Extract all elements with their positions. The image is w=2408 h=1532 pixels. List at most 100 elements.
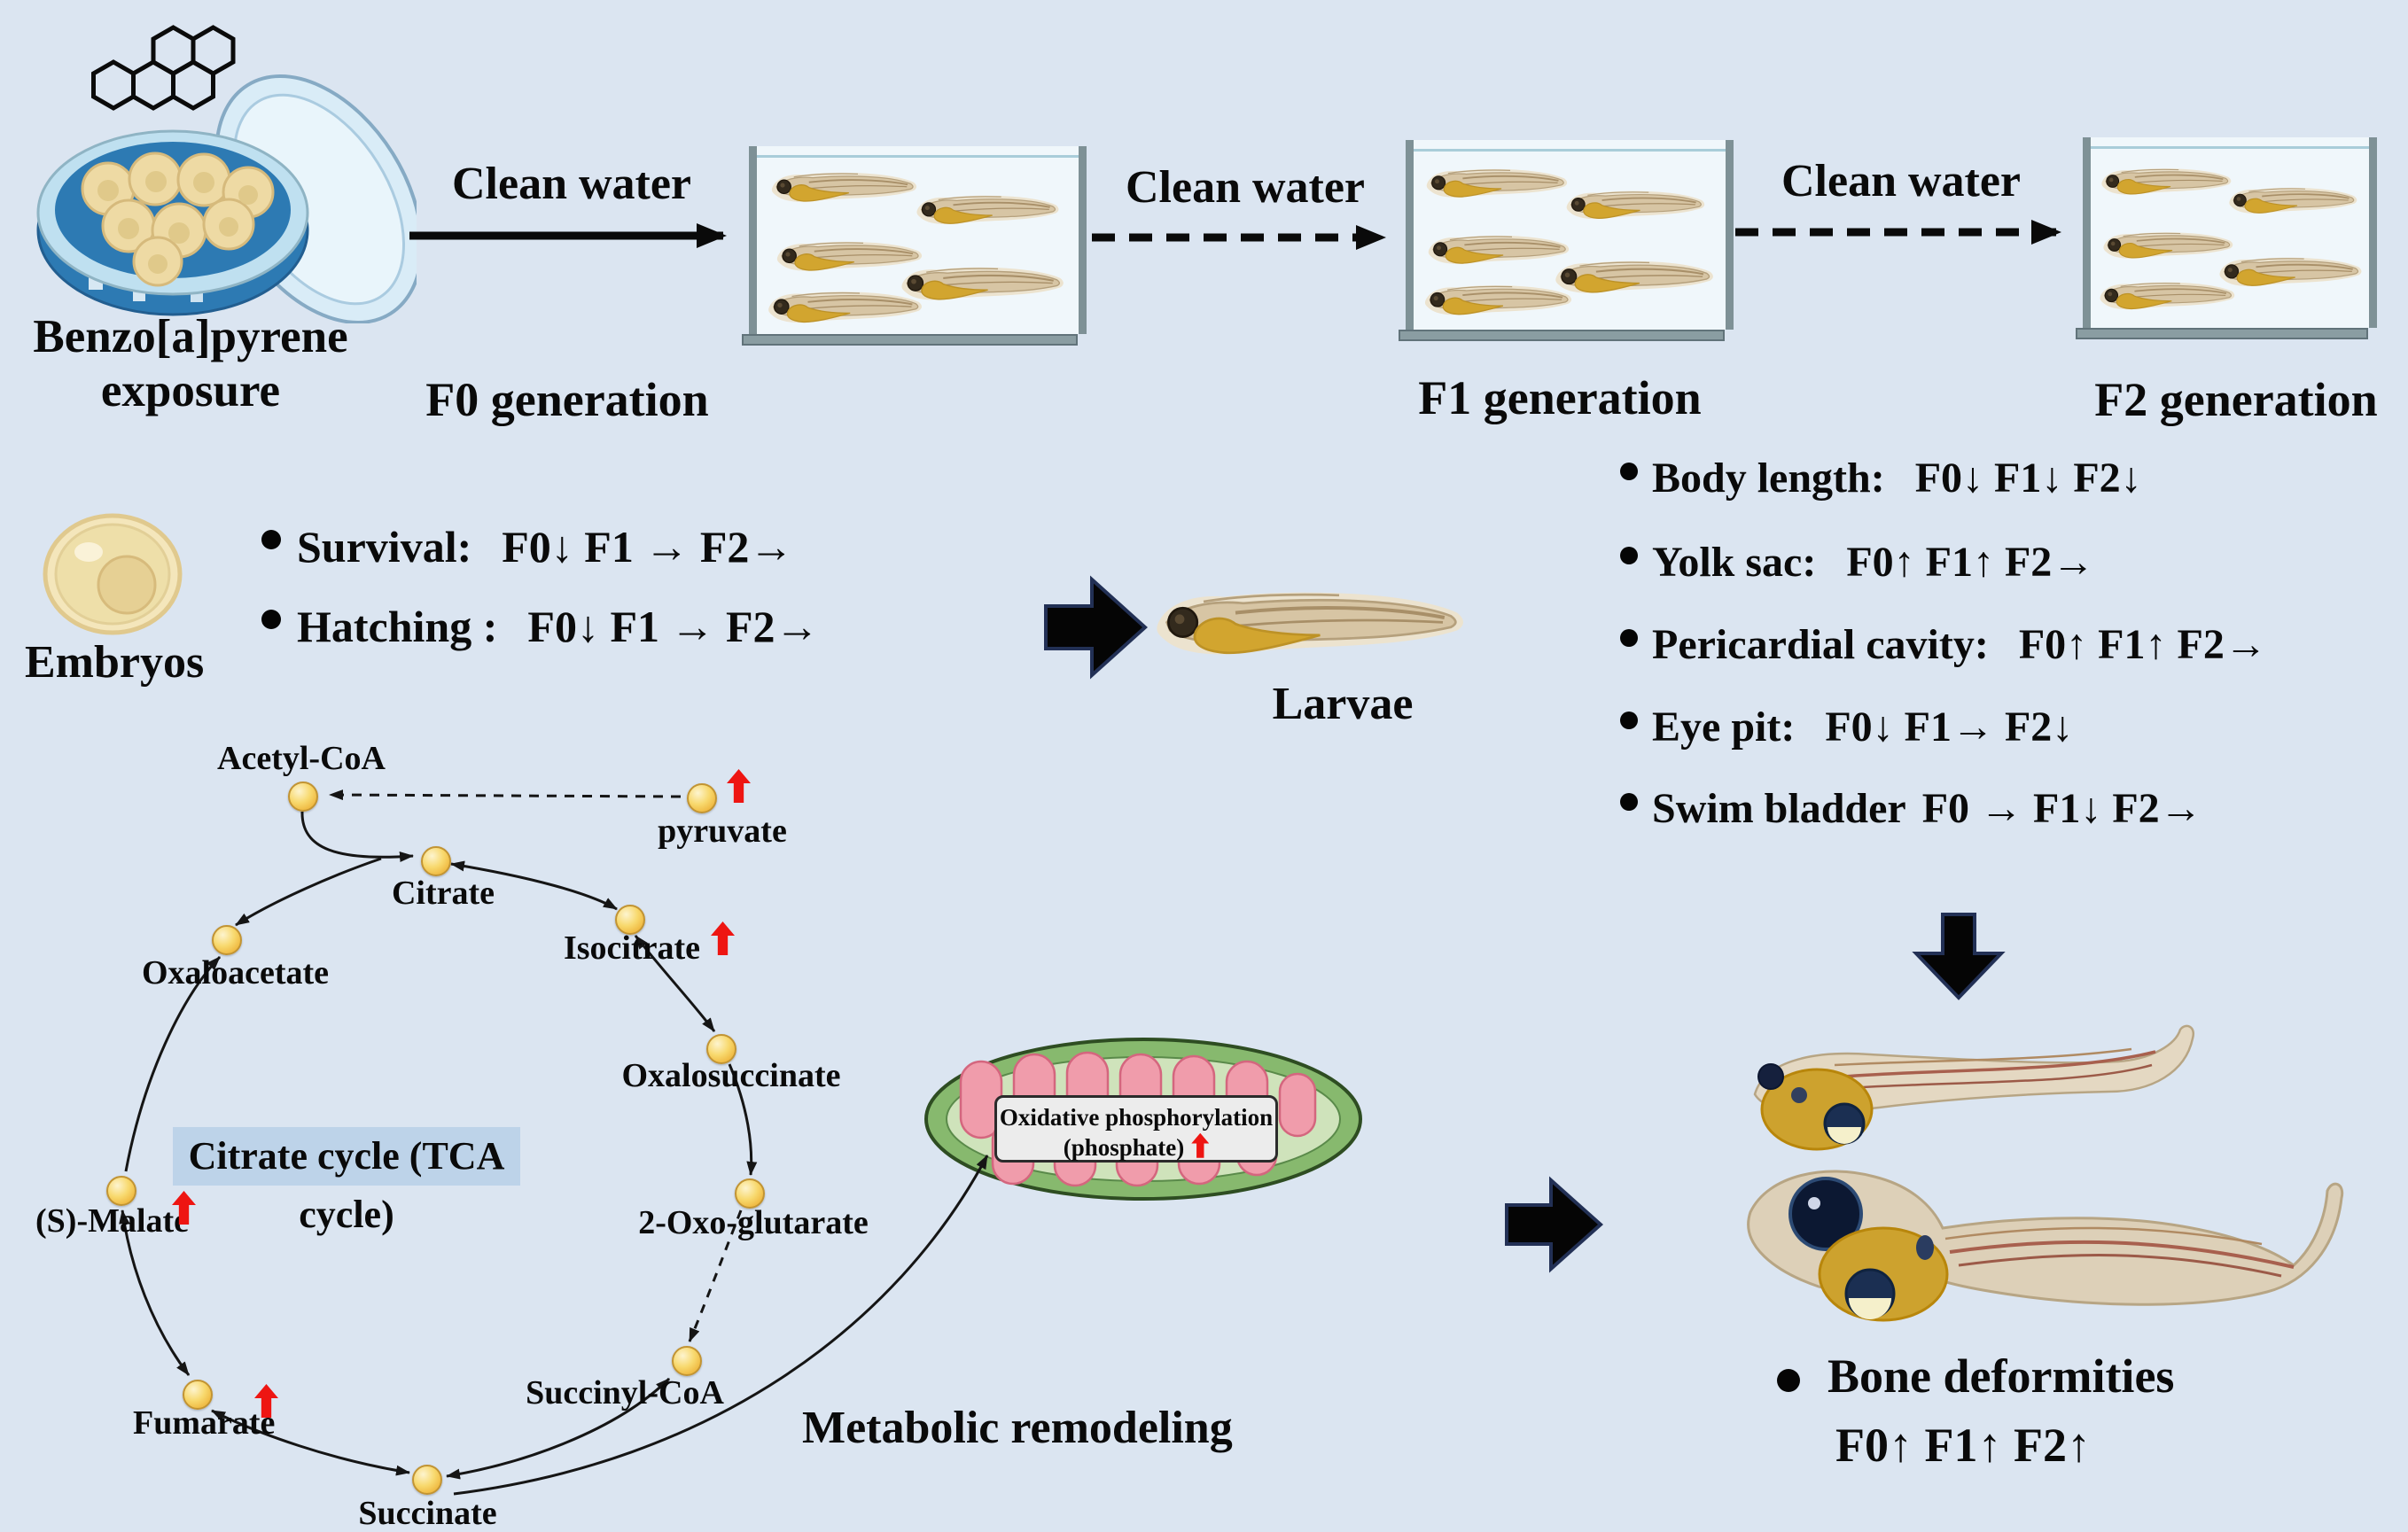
- hatching-result: F0↓ F1 → F2→: [527, 602, 820, 651]
- malate-node: [106, 1176, 136, 1206]
- tank-f0-base: [742, 334, 1078, 346]
- eye-pit-row: Eye pit: F0↓ F1→ F2↓: [1620, 703, 2073, 751]
- pericardial-label: Pericardial cavity:: [1652, 621, 1989, 668]
- pyruvate-up-arrow-icon: [727, 769, 751, 803]
- isocitrate-label: Isocitrate: [563, 929, 701, 967]
- body-length-label: Body length:: [1652, 455, 1885, 502]
- metabolic-remodeling-caption: Metabolic remodeling: [802, 1403, 1233, 1453]
- benzoapyrene-exposure-label: Benzo[a]pyrene exposure: [0, 310, 381, 418]
- malate-label: (S)-Malate: [35, 1202, 190, 1240]
- swim-bladder-row: Swim bladder F0 → F1↓ F2→: [1620, 784, 2202, 833]
- citrate-label: Citrate: [391, 875, 495, 912]
- water-line: [2091, 146, 2369, 149]
- isocitrate-node: [615, 905, 645, 935]
- f0-generation-label: F0 generation: [425, 373, 709, 426]
- larva-icon: [768, 166, 918, 211]
- survival-result: F0↓ F1 → F2→: [502, 522, 794, 572]
- oxidative-phosphorylation-box: Oxidative phosphorylation (phosphate): [994, 1095, 1278, 1163]
- bone-deformities-result: F0↑ F1↑ F2↑: [1835, 1419, 2091, 1472]
- body-length-result: F0↓ F1↓ F2↓: [1914, 455, 2142, 502]
- oxphos-line1: Oxidative phosphorylation: [999, 1104, 1274, 1131]
- embryos-label: Embryos: [25, 637, 205, 688]
- acetyl-coa-node: [288, 782, 318, 812]
- pericardial-result: F0↑ F1↑ F2→: [2018, 621, 2267, 668]
- deformed-fish-1: [1753, 1024, 2195, 1151]
- oxphos-line2: (phosphate): [997, 1132, 1275, 1163]
- pyruvate-to-acetyl-arrow: [329, 789, 682, 801]
- exposure-line1: Benzo[a]pyrene: [33, 311, 348, 362]
- tca-cycle-title: Citrate cycle (TCA cycle): [173, 1127, 520, 1236]
- larva-icon: [912, 189, 1061, 233]
- eye-pit-label: Eye pit:: [1652, 704, 1796, 750]
- tank-f1: [1406, 140, 1734, 330]
- oxaloacetate-label: Oxaloacetate: [142, 954, 330, 992]
- deformed-fish-2: [1747, 1170, 2344, 1322]
- succinyl-coa-node: [672, 1346, 702, 1376]
- larva-icon: [2098, 162, 2233, 203]
- tank-f0: [749, 146, 1087, 334]
- eye-pit-result: F0↓ F1→ F2↓: [1825, 704, 2074, 750]
- yolk-sac-result: F0↑ F1↑ F2→: [1846, 539, 2095, 586]
- larva-icon: [2215, 251, 2364, 295]
- larva-icon: [764, 284, 923, 332]
- larva-icon: [1422, 162, 1569, 206]
- oxalosuccinate-node: [706, 1034, 736, 1064]
- survival-bullet-row: Survival: F0↓ F1 → F2→: [261, 521, 793, 572]
- water-line: [1414, 149, 1726, 152]
- succinate-label: Succinate: [358, 1495, 497, 1532]
- larva-icon: [2225, 182, 2358, 222]
- clean-water-label-2: Clean water: [1125, 162, 1366, 213]
- citrate-node: [421, 846, 451, 876]
- bullet-icon: [261, 530, 281, 549]
- oxphos-line2-text: (phosphate): [1063, 1133, 1185, 1161]
- larva-large-icon: [1148, 578, 1467, 673]
- oxalosuccinate-label: Oxalosuccinate: [621, 1057, 841, 1094]
- swim-bladder-result: F0 → F1↓ F2→: [1921, 785, 2202, 832]
- bullet-icon: [1620, 547, 1638, 564]
- acetyl-coa-label: Acetyl-CoA: [217, 740, 386, 777]
- bullet-icon: [1620, 629, 1638, 647]
- larva-icon: [1551, 253, 1715, 303]
- bullet-icon: [261, 610, 281, 629]
- hatching-bullet-row: Hatching : F0↓ F1 → F2→: [261, 601, 820, 652]
- oxphos-up-arrow-icon: [1191, 1132, 1210, 1158]
- larvae-label: Larvae: [1272, 679, 1414, 729]
- embryo-egg-icon: [43, 513, 183, 635]
- petri-dish-icon: [36, 74, 417, 323]
- succinyl-coa-label: Succinyl-CoA: [526, 1374, 724, 1411]
- bullet-icon: [1620, 712, 1638, 729]
- body-length-row: Body length: F0↓ F1↓ F2↓: [1620, 454, 2142, 502]
- benzoapyrene-molecule-icon: [91, 25, 236, 111]
- pericardial-row: Pericardial cavity: F0↑ F1↑ F2→: [1620, 620, 2267, 669]
- bullet-icon: [1777, 1369, 1800, 1392]
- pyruvate-label: pyruvate: [658, 813, 787, 850]
- swim-bladder-label: Swim bladder: [1652, 785, 1906, 832]
- larva-icon: [2096, 276, 2236, 318]
- clean-water-label-1: Clean water: [451, 159, 692, 209]
- tank-f2: [2083, 137, 2377, 328]
- bullet-icon: [1620, 793, 1638, 811]
- f1-generation-label: F1 generation: [1418, 371, 1702, 424]
- larvae-to-deformities-arrow: [1912, 913, 2006, 1000]
- tank-f2-base: [2076, 328, 2368, 339]
- citrate-branch-to-oxaloacetate-arrow: [235, 857, 382, 927]
- acetyl-to-citrate-arrow: [300, 811, 414, 863]
- oxoglutarate-label: 2-Oxo-glutarate: [638, 1204, 869, 1241]
- bullet-icon: [1620, 463, 1638, 480]
- survival-label: Survival:: [297, 522, 472, 572]
- yolk-sac-label: Yolk sac:: [1652, 539, 1817, 586]
- exposure-line2: exposure: [100, 364, 281, 416]
- larva-icon: [1421, 278, 1573, 324]
- hatching-label: Hatching :: [297, 602, 498, 651]
- fumarate-node: [183, 1380, 213, 1410]
- f2-generation-label: F2 generation: [2094, 373, 2378, 426]
- pyruvate-node: [687, 783, 717, 813]
- yolk-sac-row: Yolk sac: F0↑ F1↑ F2→: [1620, 538, 2094, 587]
- fumarate-label: Fumarate: [133, 1404, 276, 1442]
- larva-icon: [1562, 184, 1706, 228]
- isocitrate-up-arrow-icon: [711, 922, 735, 955]
- larva-icon: [1424, 229, 1570, 273]
- water-line: [757, 155, 1079, 158]
- oxaloacetate-node: [212, 925, 242, 955]
